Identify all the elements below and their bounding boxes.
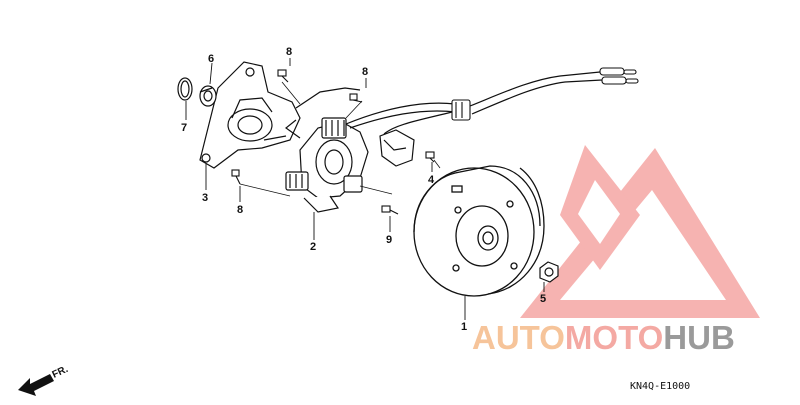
flywheel-nut xyxy=(539,261,559,283)
watermark-logo-icon xyxy=(520,145,760,318)
screw-4 xyxy=(425,151,435,163)
bolt-9 xyxy=(381,205,399,215)
callout-label-9: 9 xyxy=(386,234,392,246)
callout-label-5: 5 xyxy=(540,293,546,305)
stator-bracket-plate xyxy=(199,61,301,169)
direction-label: FR. xyxy=(51,364,70,381)
watermark-text-hub: HUB xyxy=(663,319,735,356)
bolt-8-upper xyxy=(349,93,363,103)
flywheel-rotor xyxy=(413,165,545,297)
callout-label-8-lower: 8 xyxy=(237,204,243,216)
o-ring xyxy=(177,77,193,101)
callout-label-1: 1 xyxy=(461,321,467,333)
wire-terminal-connectors xyxy=(451,67,639,121)
callout-label-7: 7 xyxy=(181,122,187,134)
callout-label-6: 6 xyxy=(208,53,214,65)
bolt-8-lower xyxy=(231,169,241,185)
watermark-text-moto: MOTO xyxy=(564,319,664,356)
oil-seal xyxy=(199,85,217,107)
bolt-8-top xyxy=(277,69,289,83)
wiring-harness xyxy=(295,71,603,135)
assembly-guide-lines xyxy=(239,81,441,197)
watermark-wordmark: AUTOMOTOHUB xyxy=(472,318,735,358)
pulse-generator xyxy=(379,129,415,167)
stator-assembly xyxy=(285,117,369,213)
diagram-code: KN4Q-E1000 xyxy=(630,381,690,392)
callout-label-3: 3 xyxy=(202,192,208,204)
front-direction-arrow-icon xyxy=(18,374,54,396)
watermark-text-auto: AUTO xyxy=(472,319,565,356)
callout-label-4: 4 xyxy=(428,174,435,186)
callout-leader-lines xyxy=(185,58,545,320)
callout-label-8-upper: 8 xyxy=(362,66,368,78)
callout-label-8-top: 8 xyxy=(286,46,292,58)
callout-label-2: 2 xyxy=(310,241,316,253)
